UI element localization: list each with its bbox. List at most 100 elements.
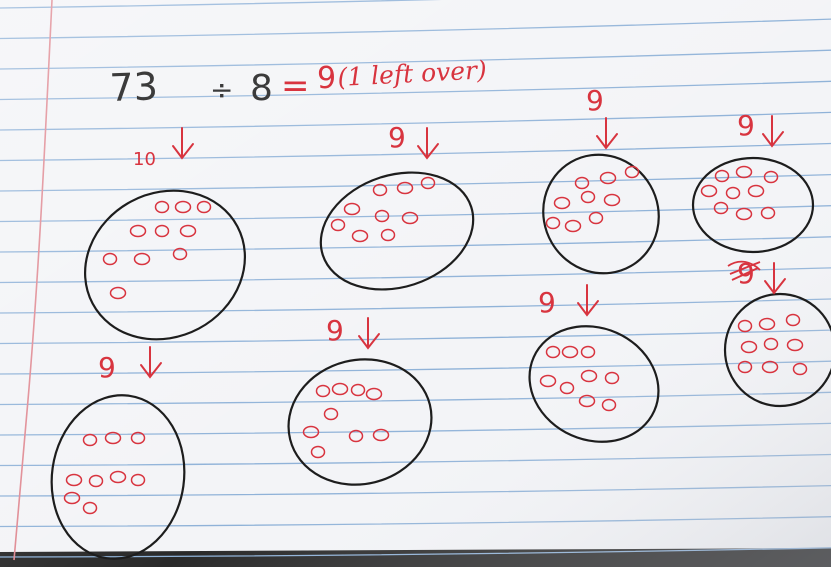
counter-dot [604, 371, 620, 385]
counter-dot [580, 190, 596, 204]
counter-dot [343, 202, 361, 216]
group-6: 9 [287, 314, 433, 486]
counter-dot [580, 345, 596, 359]
counter-dot [792, 362, 808, 376]
counter-dot [323, 407, 339, 421]
down-arrow-icon [764, 262, 786, 295]
counter-dot [740, 340, 758, 354]
counter-dot [348, 429, 364, 443]
counter-dot [109, 470, 127, 484]
counter-dot [624, 165, 640, 179]
counter-dot [401, 211, 419, 225]
counter-dot [330, 218, 346, 232]
counter-dot [761, 360, 779, 374]
group-circle [723, 292, 831, 408]
counter-dot [302, 425, 320, 439]
counter-dot [564, 219, 582, 233]
group-count-label: 9 [388, 121, 406, 154]
counter-dot [559, 381, 575, 395]
counter-dot [545, 216, 561, 230]
counter-dot [758, 317, 776, 331]
counter-dot [133, 252, 151, 266]
counter-dot [785, 313, 801, 327]
scribble-strike [727, 260, 761, 281]
counter-dot [63, 491, 81, 505]
counter-dot [580, 369, 598, 383]
counter-dot [735, 207, 753, 221]
group-circle [50, 394, 186, 560]
counter-dot [763, 170, 779, 184]
counter-dot [331, 382, 349, 396]
quotient-text: 9 [317, 61, 336, 96]
counter-dot [420, 176, 436, 190]
counter-dot [351, 229, 369, 243]
counter-dot [545, 345, 561, 359]
counter-dot [130, 473, 146, 487]
group-1: 10 [83, 127, 247, 341]
group-count-label: 10 [133, 149, 156, 170]
equals-sign: = [281, 66, 310, 106]
counter-dot [737, 319, 753, 333]
group-2: 9 [319, 121, 475, 291]
group-count-label: 9 [586, 84, 604, 117]
counter-dot [553, 196, 571, 210]
counter-dot [737, 360, 753, 374]
counter-dot [130, 431, 146, 445]
counter-dot [310, 445, 326, 459]
counter-dot [760, 206, 776, 220]
counter-dot [82, 501, 98, 515]
counter-dot [109, 286, 127, 300]
down-arrow-icon [358, 317, 380, 350]
counter-dot [599, 171, 617, 185]
counter-dot [700, 184, 718, 198]
group-5: 9 [50, 346, 186, 560]
counter-dot [174, 200, 192, 214]
counter-dot [154, 200, 170, 214]
counter-dot [372, 183, 388, 197]
divisor-text: 8 [250, 68, 273, 109]
counter-dot [574, 176, 590, 190]
counter-dot [365, 387, 383, 401]
group-count-label: 9 [737, 109, 755, 142]
group-count-label: 9 [538, 286, 556, 319]
dividend-text: 73 [109, 64, 159, 110]
group-circle [542, 153, 660, 275]
down-arrow-icon [596, 117, 618, 150]
counter-dot [196, 200, 212, 214]
counter-dot [578, 394, 596, 408]
down-arrow-icon [577, 284, 599, 317]
counter-dot [82, 433, 98, 447]
group-count-label: 9 [98, 351, 116, 384]
division-sign: ÷ [210, 73, 233, 106]
counter-dot [374, 209, 390, 223]
group-count-label: 9 [326, 314, 344, 347]
group-circle [691, 156, 815, 254]
counter-dot [172, 247, 188, 261]
counter-dot [179, 224, 197, 238]
counter-dot [380, 228, 396, 242]
counter-dot [725, 186, 741, 200]
counter-dot [786, 338, 804, 352]
group-3: 9 [542, 84, 660, 275]
counter-dot [88, 474, 104, 488]
group-circle [528, 325, 660, 443]
counter-dot [763, 337, 779, 351]
counter-dot [713, 201, 729, 215]
counter-dot [104, 431, 122, 445]
counter-dot [102, 252, 118, 266]
counter-dot [372, 428, 390, 442]
counter-dot [735, 165, 753, 179]
down-arrow-icon [140, 346, 162, 379]
counter-dot [315, 384, 331, 398]
counter-dot [603, 193, 621, 207]
counter-dot [714, 169, 730, 183]
counter-dot [539, 374, 557, 388]
group-circle [319, 171, 475, 291]
group-4: 9 [691, 109, 815, 254]
counter-dot [154, 224, 170, 238]
counter-dot [396, 181, 414, 195]
group-circle [287, 358, 433, 486]
